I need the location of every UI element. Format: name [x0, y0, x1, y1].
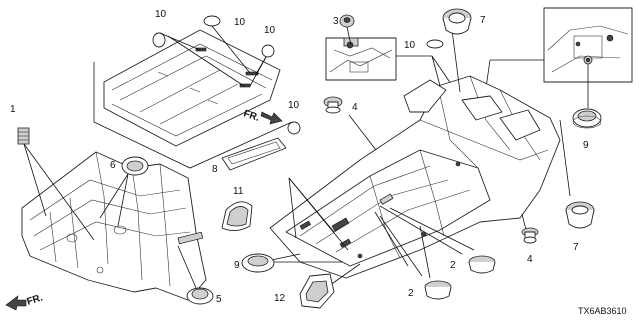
tape-seal-10-part	[426, 39, 444, 49]
plug-2b-part	[424, 280, 452, 300]
callout-9b: 9	[234, 260, 240, 271]
callout-12: 12	[274, 293, 286, 304]
diagram-code: TX6AB3610	[578, 306, 627, 316]
grommet-1-part	[17, 127, 30, 145]
svg-text:FR.: FR.	[26, 292, 45, 308]
callout-7b: 7	[573, 242, 579, 253]
tape-seal-10b-part	[203, 15, 221, 27]
svg-text:FR.: FR.	[242, 108, 261, 124]
callout-10e: 10	[404, 40, 416, 51]
grommet-6-part	[121, 156, 149, 176]
tape-seal-10a-part	[152, 32, 166, 48]
tape-seal-10c-part	[261, 44, 275, 58]
seal-12-part	[299, 273, 335, 309]
seal-8-part	[221, 137, 287, 171]
grommet-7b-part	[565, 201, 595, 229]
callout-2b: 2	[408, 288, 414, 299]
callout-8: 8	[212, 164, 218, 175]
callout-10a: 10	[155, 9, 167, 20]
callout-1: 1	[10, 104, 16, 115]
callout-2a: 2	[450, 260, 456, 271]
grommet-9a-part	[572, 108, 602, 129]
trunk-inset-left	[325, 37, 397, 81]
callout-10c: 10	[264, 25, 276, 36]
main-floor-assembly	[269, 75, 561, 279]
front-direction-arrow-inset: FR.	[242, 108, 283, 125]
callout-11: 11	[233, 186, 244, 197]
tape-seal-10d-part	[287, 121, 301, 135]
plug-2a-part	[468, 255, 496, 274]
callout-3: 3	[333, 16, 339, 27]
grommet-7a-part	[442, 8, 472, 35]
callout-5: 5	[216, 294, 222, 305]
seal-11-part	[221, 201, 253, 231]
plug-4a-part	[323, 96, 343, 114]
callout-10d: 10	[288, 100, 300, 111]
front-body-frame	[21, 151, 207, 301]
front-direction-arrow: FR.	[5, 292, 45, 311]
callout-10b: 10	[234, 17, 246, 28]
plug-3-part	[339, 14, 355, 28]
grommet-5-part	[186, 287, 214, 305]
plug-4b-part	[521, 227, 539, 244]
floor-tape-inset	[93, 29, 293, 169]
grommet-9b-part	[241, 253, 275, 273]
callout-7a: 7	[480, 15, 486, 26]
callout-4a: 4	[352, 102, 358, 113]
callout-4b: 4	[527, 254, 533, 265]
callout-6: 6	[110, 160, 116, 171]
callout-9a: 9	[583, 140, 589, 151]
